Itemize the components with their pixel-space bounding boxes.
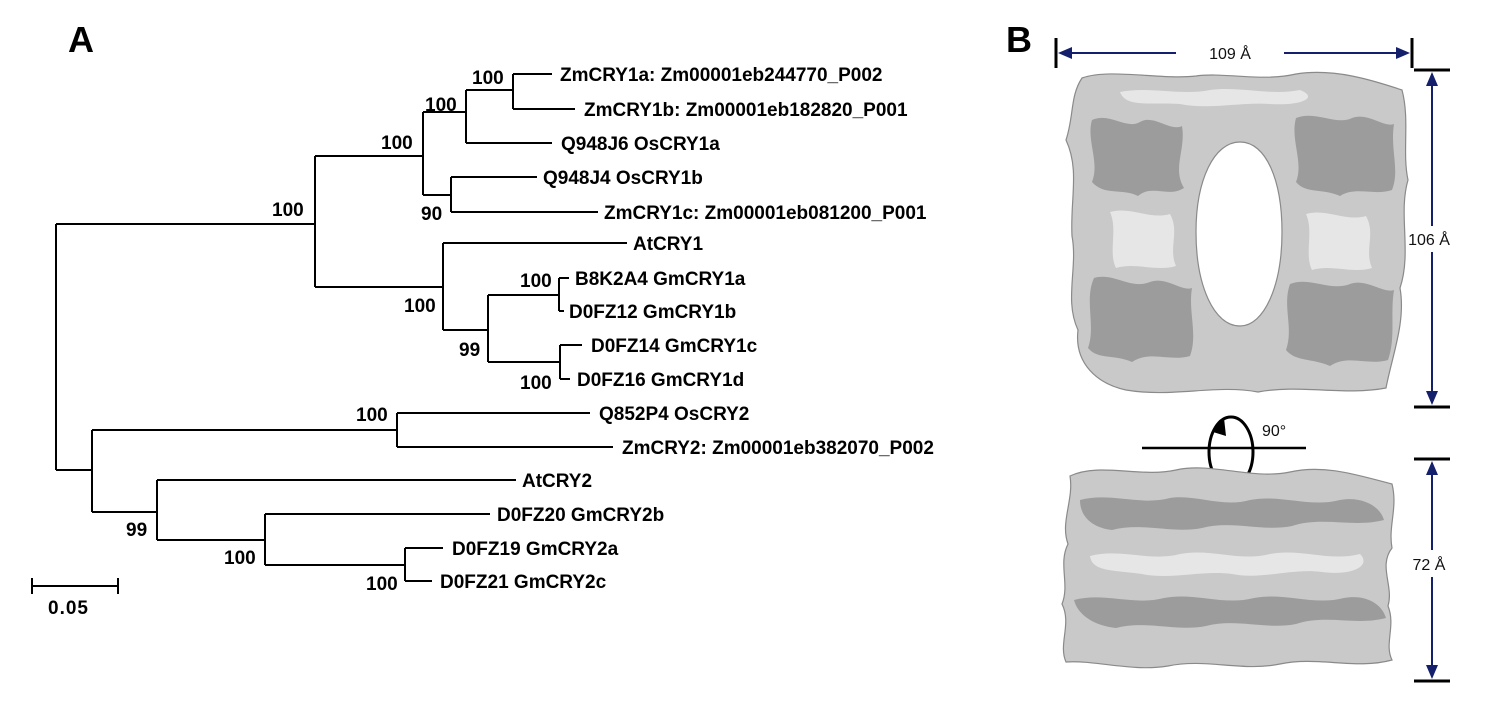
density-map-top-view bbox=[1065, 71, 1409, 394]
density-shade bbox=[1080, 497, 1384, 530]
leaf-label: D0FZ21 GmCRY2c bbox=[440, 572, 607, 593]
panel-label-b: B bbox=[1006, 19, 1032, 60]
bootstrap-value: 99 bbox=[459, 340, 480, 361]
density-map-side-view bbox=[1061, 467, 1395, 669]
leaf-label: D0FZ14 GmCRY1c bbox=[591, 336, 758, 357]
arrowhead-icon bbox=[1426, 665, 1438, 679]
leaf-label: ZmCRY2: Zm00001eb382070_P002 bbox=[622, 438, 934, 459]
depth-label: 72 Å bbox=[1413, 555, 1446, 574]
density-shade bbox=[1294, 115, 1396, 196]
bootstrap-value: 100 bbox=[425, 95, 457, 116]
bootstrap-value: 100 bbox=[381, 133, 413, 154]
leaf-label: ZmCRY1c: Zm00001eb081200_P001 bbox=[604, 203, 927, 224]
density-shade bbox=[1090, 117, 1184, 196]
bootstrap-value: 100 bbox=[520, 373, 552, 394]
density-shade bbox=[1088, 276, 1194, 362]
leaf-label: AtCRY2 bbox=[522, 471, 592, 492]
bootstrap-value: 99 bbox=[126, 520, 147, 541]
rotation-label: 90° bbox=[1262, 423, 1286, 440]
arrowhead-icon bbox=[1213, 418, 1226, 436]
width-dimension bbox=[1054, 38, 1414, 68]
height-dimension bbox=[1414, 68, 1450, 409]
density-highlight bbox=[1110, 210, 1176, 268]
leaf-label: AtCRY1 bbox=[633, 234, 703, 255]
bootstrap-value: 100 bbox=[224, 548, 256, 569]
depth-dimension bbox=[1414, 457, 1450, 683]
arrowhead-icon bbox=[1426, 461, 1438, 475]
arrowhead-icon bbox=[1058, 47, 1072, 59]
scale-bar-label: 0.05 bbox=[48, 598, 89, 619]
leaf-label: B8K2A4 GmCRY1a bbox=[575, 269, 746, 290]
bootstrap-value: 100 bbox=[272, 200, 304, 221]
leaf-label: ZmCRY1b: Zm00001eb182820_P001 bbox=[584, 100, 908, 121]
height-label: 106 Å bbox=[1408, 230, 1450, 249]
arrowhead-icon bbox=[1426, 72, 1438, 86]
leaf-label: Q948J4 OsCRY1b bbox=[543, 168, 703, 189]
bootstrap-value: 100 bbox=[356, 405, 388, 426]
leaf-label: D0FZ19 GmCRY2a bbox=[452, 539, 619, 560]
bootstrap-value: 100 bbox=[404, 296, 436, 317]
phylogenetic-tree bbox=[55, 73, 627, 582]
density-highlight bbox=[1090, 552, 1364, 576]
bootstrap-value: 100 bbox=[472, 68, 504, 89]
width-label: 109 Å bbox=[1209, 44, 1251, 63]
bootstrap-values: 100 100 100 90 100 100 99 100 100 100 99… bbox=[126, 68, 552, 595]
leaf-label: D0FZ20 GmCRY2b bbox=[497, 505, 664, 526]
arrowhead-icon bbox=[1426, 391, 1438, 405]
leaf-label: ZmCRY1a: Zm00001eb244770_P002 bbox=[560, 65, 883, 86]
scale-bar bbox=[31, 578, 119, 594]
panel-label-a: A bbox=[68, 19, 94, 60]
bootstrap-value: 90 bbox=[421, 204, 442, 225]
bootstrap-value: 100 bbox=[520, 271, 552, 292]
leaf-label: D0FZ16 GmCRY1d bbox=[577, 370, 744, 391]
bootstrap-value: 100 bbox=[366, 574, 398, 595]
density-highlight bbox=[1120, 89, 1309, 107]
leaf-label: Q948J6 OsCRY1a bbox=[561, 134, 720, 155]
leaf-labels: ZmCRY1a: Zm00001eb244770_P002 ZmCRY1b: Z… bbox=[440, 65, 934, 593]
leaf-label: Q852P4 OsCRY2 bbox=[599, 404, 749, 425]
density-highlight bbox=[1306, 212, 1372, 270]
leaf-label: D0FZ12 GmCRY1b bbox=[569, 302, 736, 323]
arrowhead-icon bbox=[1396, 47, 1410, 59]
density-shade bbox=[1074, 596, 1386, 628]
density-shade bbox=[1286, 281, 1394, 366]
